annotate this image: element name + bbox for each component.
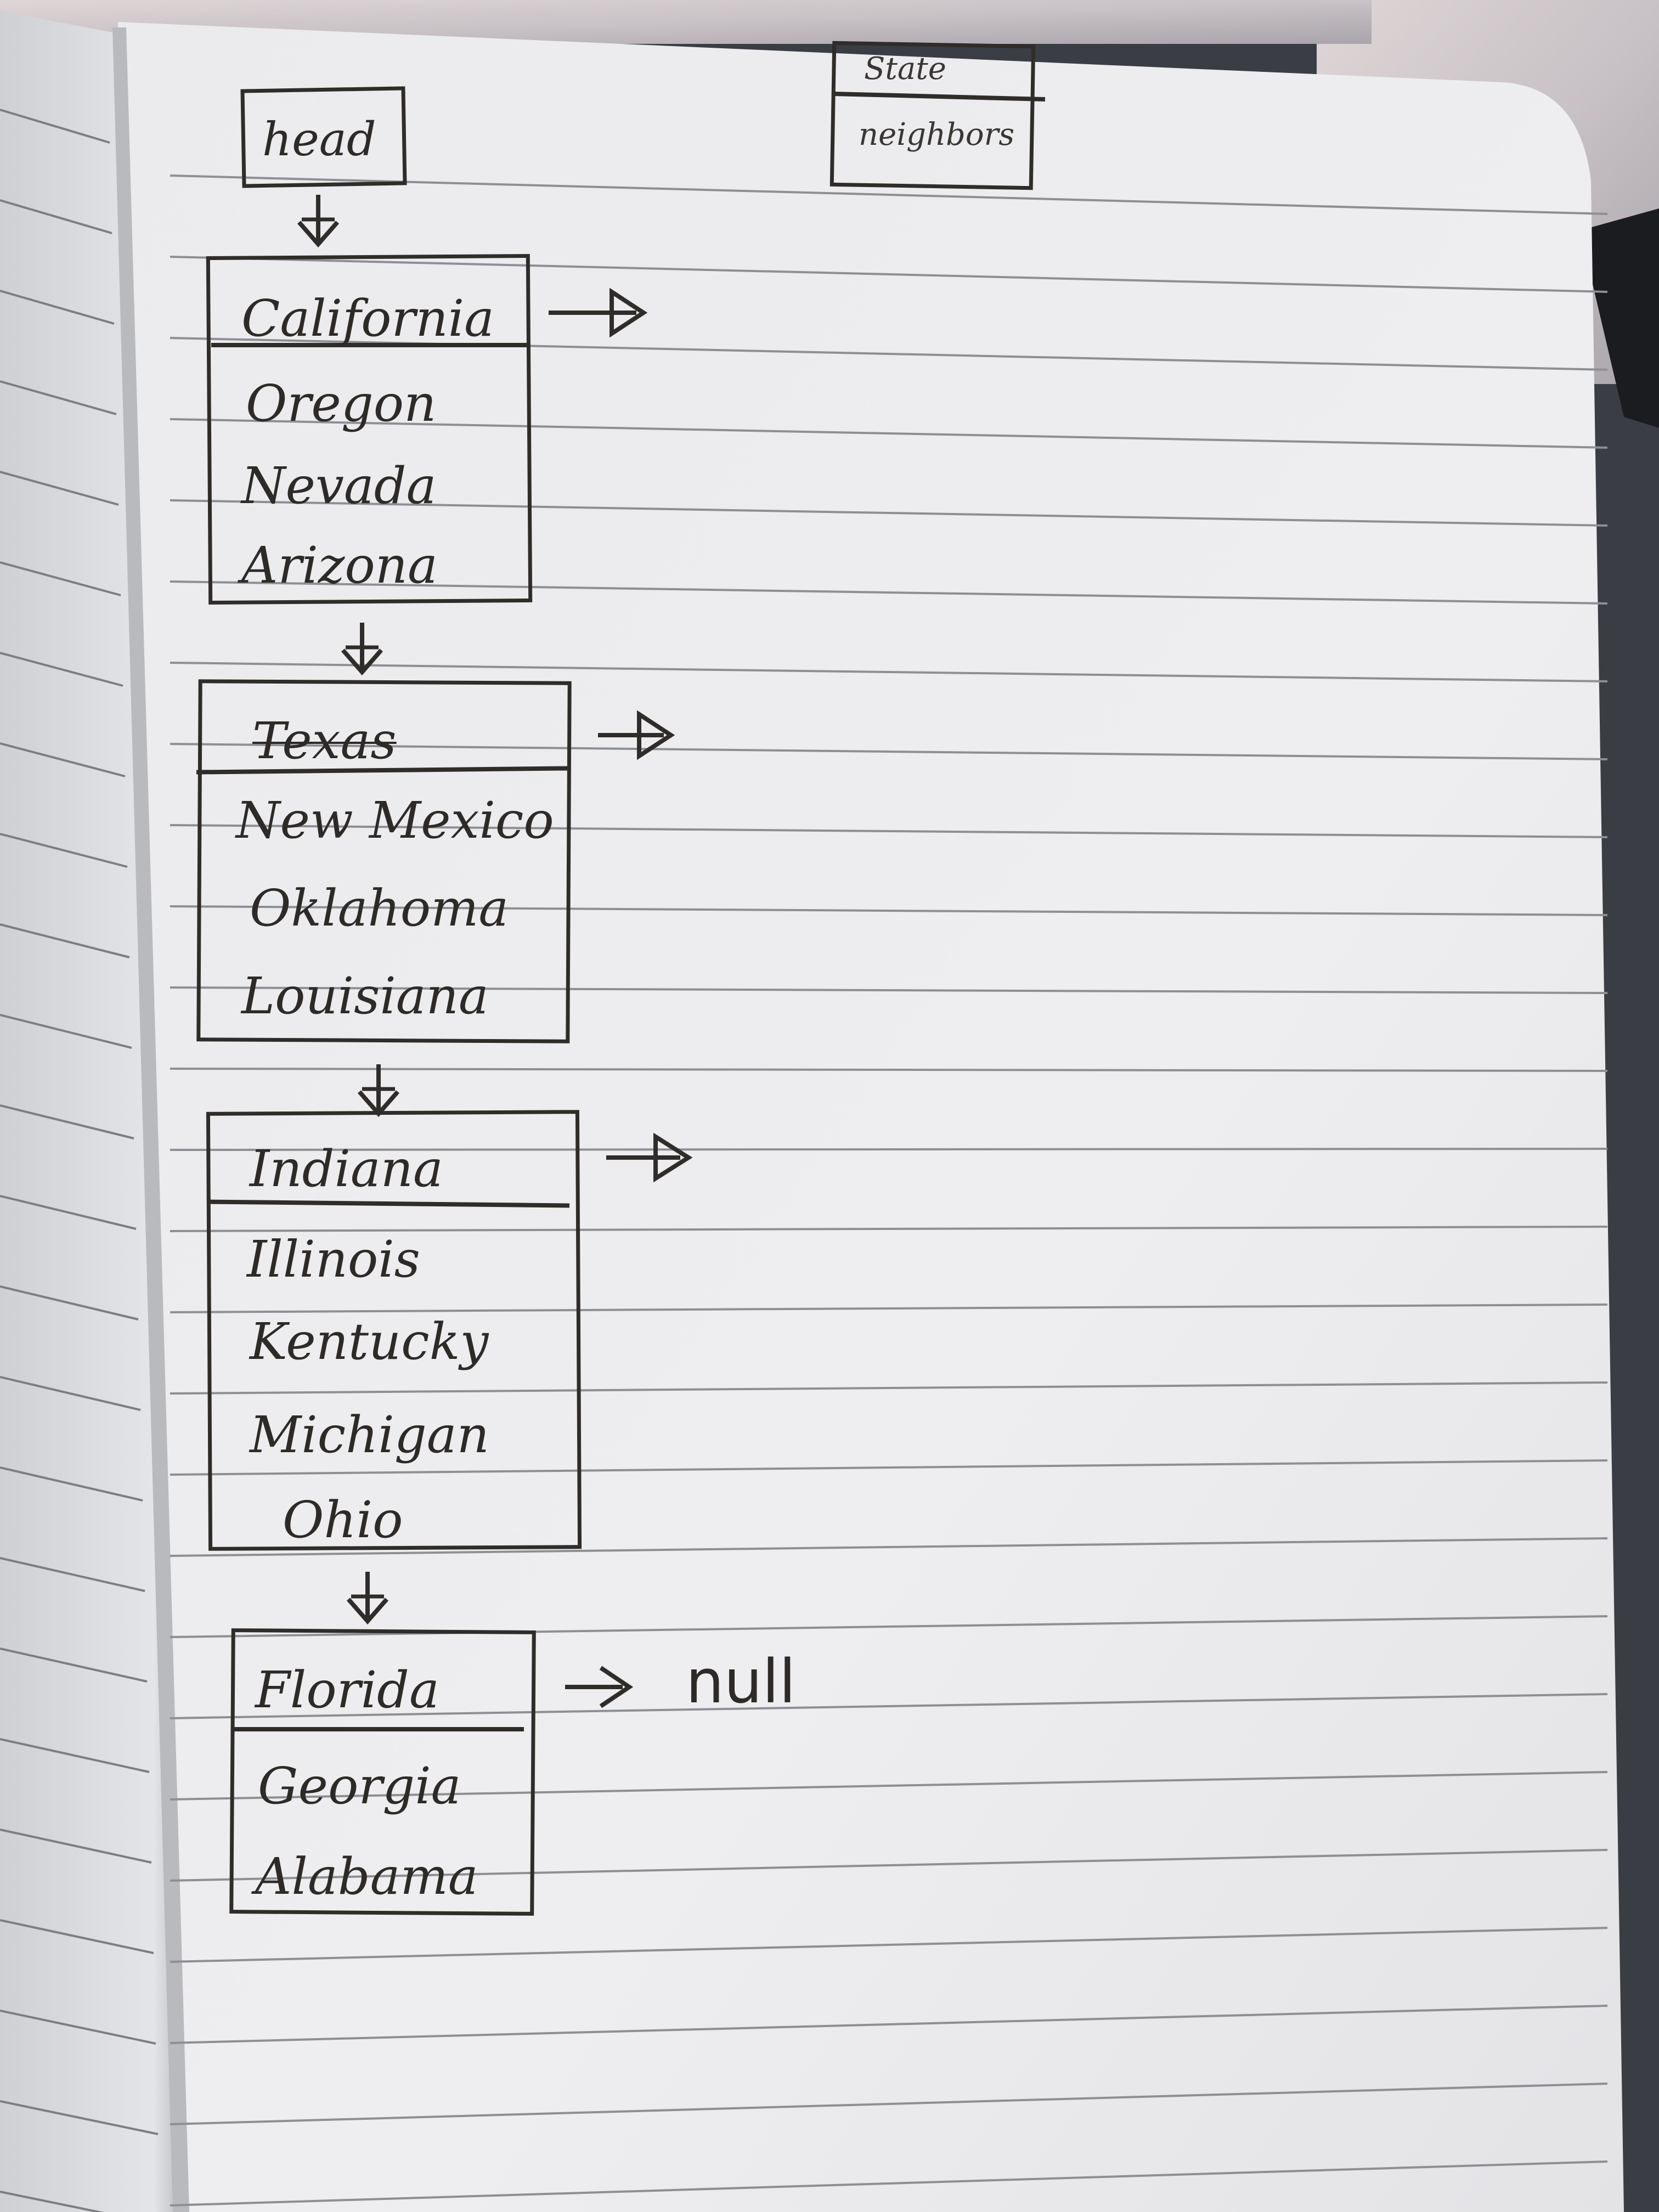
ruled-line (170, 418, 1608, 449)
left-page-ruled-line (0, 2100, 159, 2135)
left-page-ruled-line (0, 471, 119, 506)
neighbor-louisiana: Louisiana (241, 967, 489, 1025)
left-page-ruled-line (0, 1738, 150, 1773)
legend-neighbors-label: neighbors (859, 117, 1015, 153)
head-down-arrow (297, 195, 340, 248)
left-page-ruled-line (0, 1466, 143, 1502)
left-page-ruled-line (0, 1919, 154, 1954)
ruled-line (170, 2083, 1608, 2125)
left-page-ruled-line (0, 199, 112, 234)
left-page-ruled-line (0, 1557, 145, 1592)
left-page-ruled-line (0, 833, 128, 868)
right-page (118, 22, 1624, 2212)
neighbor-kentucky: Kentucky (250, 1312, 489, 1371)
neighbor-alabama: Alabama (255, 1847, 478, 1906)
neighbor-new-mexico: New Mexico (236, 791, 554, 850)
left-page-ruled-lines (0, 109, 159, 2212)
ruled-line (170, 1537, 1608, 1557)
ruled-line (170, 580, 1608, 605)
ruled-line (170, 256, 1608, 293)
ruled-line (170, 1148, 1608, 1151)
neighbor-ohio: Ohio (283, 1491, 403, 1549)
ruled-line (170, 1615, 1608, 1638)
left-page-ruled-line (0, 1014, 132, 1049)
ruled-line (170, 662, 1608, 682)
ruled-line (170, 1693, 1608, 1719)
ruled-line (170, 1304, 1608, 1313)
null-terminator: null (686, 1646, 796, 1717)
state-name-california: California (241, 289, 495, 348)
ruled-line (170, 1771, 1608, 1801)
left-page-ruled-line (0, 109, 110, 144)
neighbor-michigan: Michigan (250, 1406, 489, 1464)
state-name-florida: Florida (255, 1661, 439, 1719)
down-arrow-california-texas (341, 623, 383, 676)
neighbor-nevada: Nevada (241, 456, 437, 515)
ruled-line (170, 1849, 1608, 1882)
left-page-ruled-line (0, 1195, 137, 1230)
ruled-line (170, 824, 1608, 838)
next-arrow-florida (565, 1666, 634, 1708)
ruled-line (170, 1381, 1608, 1395)
left-page (0, 11, 181, 2212)
head-label: head (262, 112, 376, 166)
left-page-ruled-line (0, 1376, 141, 1411)
left-page-ruled-line (0, 652, 123, 687)
node-divider-florida (233, 1727, 524, 1731)
neighbor-oregon: Oregon (246, 374, 437, 433)
ruled-line (170, 174, 1608, 215)
next-arrow-indiana (606, 1132, 693, 1183)
ruled-line (170, 1459, 1608, 1476)
down-arrow-indiana-florida (346, 1572, 389, 1625)
down-arrow-texas-indiana (357, 1064, 400, 1118)
phone-edge (1580, 208, 1659, 428)
next-arrow-texas (598, 710, 675, 760)
ruled-line (170, 743, 1608, 760)
left-page-ruled-line (0, 1285, 139, 1321)
ruled-line (170, 2160, 1608, 2207)
neighbor-illinois: Illinois (247, 1230, 420, 1289)
ruled-line (170, 1927, 1608, 1963)
ruled-lines (170, 174, 1608, 2207)
ruled-line (170, 1226, 1608, 1232)
left-page-ruled-line (0, 1647, 148, 1683)
neighbor-georgia: Georgia (258, 1757, 461, 1815)
state-name-indiana: Indiana (250, 1139, 443, 1198)
ruled-line (170, 499, 1608, 527)
left-page-ruled-line (0, 290, 115, 325)
left-page-ruled-line (0, 2191, 105, 2212)
ruled-line (170, 2005, 1608, 2044)
left-page-ruled-line (0, 561, 121, 596)
left-page-ruled-line (0, 1104, 134, 1139)
neighbor-oklahoma: Oklahoma (250, 879, 509, 938)
ruled-line (170, 905, 1608, 916)
left-page-ruled-line (0, 742, 126, 777)
left-page-ruled-line (0, 2010, 156, 2045)
left-page-ruled-line (0, 1829, 152, 1864)
page-spine-shadow (112, 27, 189, 2212)
left-page-ruled-line (0, 380, 117, 415)
node-divider-california (211, 343, 529, 347)
ruled-line (170, 986, 1608, 994)
legend-state-label: State (864, 51, 946, 87)
neighbor-arizona: Arizona (241, 536, 438, 595)
next-arrow-california (549, 287, 648, 338)
ruled-line (170, 1068, 1608, 1072)
state-name-texas: Texas (252, 712, 397, 770)
left-page-ruled-line (0, 923, 130, 958)
